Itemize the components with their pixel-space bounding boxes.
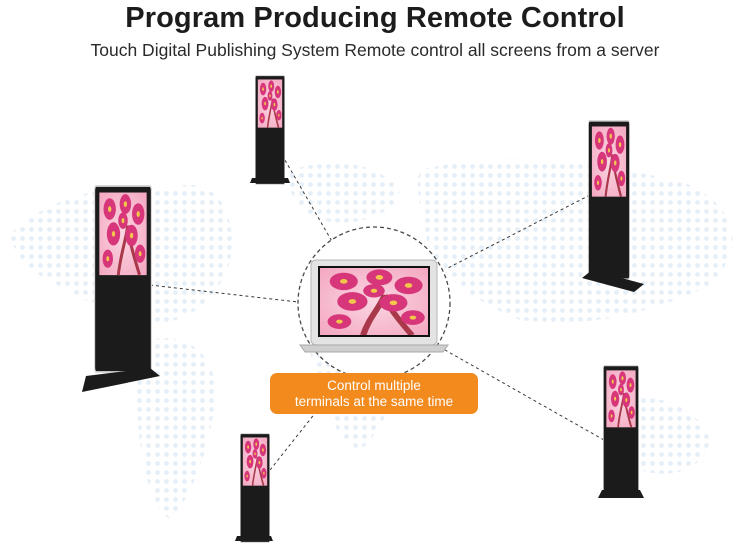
server-laptop [297, 226, 451, 380]
connection-line [269, 411, 317, 471]
callout-badge: Control multiple terminals at the same t… [270, 373, 478, 414]
callout-line-2: terminals at the same time [294, 394, 454, 409]
kiosk-icon [82, 185, 160, 392]
kiosk-icon [582, 120, 644, 292]
connection-line [149, 284, 299, 303]
kiosk-icon [235, 433, 273, 543]
kiosk-icon [598, 365, 644, 498]
kiosk-icon [250, 75, 290, 185]
callout-line-1: Control multiple [327, 378, 421, 393]
page-subtitle: Touch Digital Publishing System Remote c… [90, 40, 660, 60]
laptop-icon [299, 259, 449, 353]
page-title: Program Producing Remote Control [125, 2, 625, 34]
connection-line [447, 194, 591, 269]
connection-line [444, 349, 605, 441]
connection-line [281, 154, 338, 251]
connection-lines [149, 154, 605, 471]
